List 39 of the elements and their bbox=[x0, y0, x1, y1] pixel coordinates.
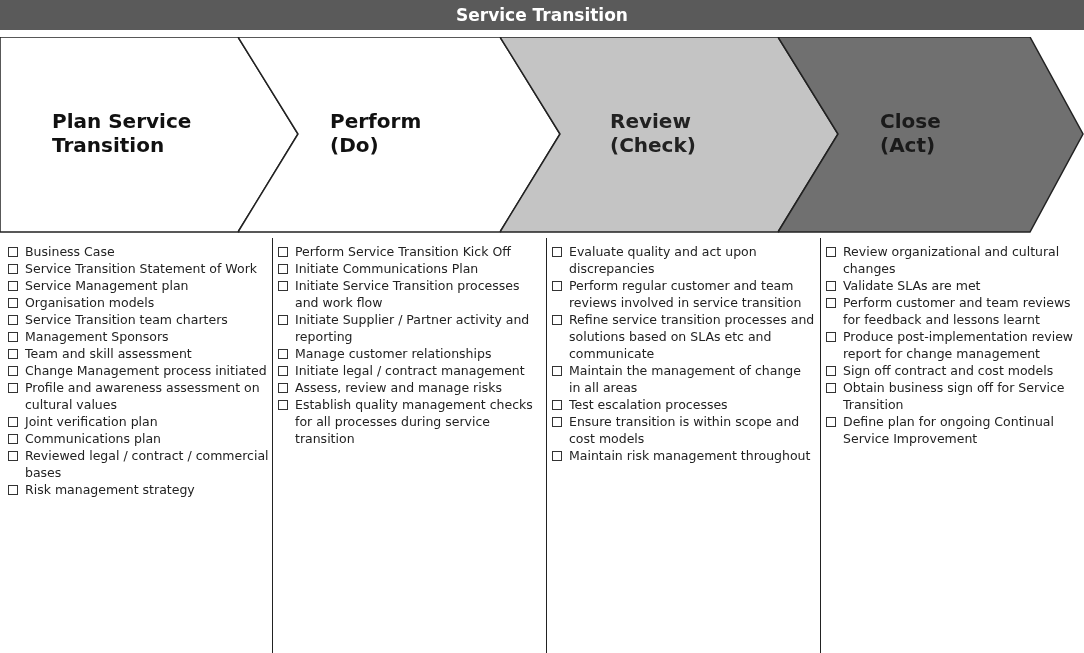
phase-heading: Review (Check) bbox=[610, 109, 697, 157]
list-item: Business Case bbox=[25, 243, 115, 260]
list-item: Sign off contract and cost models bbox=[843, 362, 1054, 379]
list-item: Perform regular customer and team reviews involved in service transition bbox=[569, 277, 803, 311]
list-item: Initiate Supplier / Partner activity and reporting bbox=[295, 311, 531, 345]
list-item: Manage customer relationships bbox=[295, 345, 492, 362]
list-item: Evaluate quality and act upon discrepancies bbox=[569, 243, 758, 277]
list-item: Establish quality management checks for all processes during service transition bbox=[295, 396, 534, 447]
list-item: Service Transition Statement of Work bbox=[25, 260, 258, 277]
list-item: Refine service transition processes and solutions based on SLAs etc and communicate bbox=[569, 311, 816, 362]
list-item: Reviewed legal / contract / commercial bases bbox=[25, 447, 270, 481]
list-item: Maintain the management of change in all areas bbox=[569, 362, 802, 396]
list-item: Define plan for ongoing Continual Service Improvement bbox=[843, 413, 1055, 447]
list-item: Team and skill assessment bbox=[25, 345, 192, 362]
title: Service Transition bbox=[456, 5, 628, 25]
list-item: Communications plan bbox=[25, 430, 161, 447]
list-item: Obtain business sign off for Service Transition bbox=[843, 379, 1066, 413]
list-item: Validate SLAs are met bbox=[843, 277, 981, 294]
list-item: Initiate Service Transition processes and work flow bbox=[295, 277, 521, 311]
list-item: Initiate Communications Plan bbox=[295, 260, 479, 277]
list-item: Maintain risk management throughout bbox=[569, 447, 811, 464]
list-item: Ensure transition is within scope and cost models bbox=[569, 413, 801, 447]
list-item: Test escalation processes bbox=[569, 396, 728, 413]
list-item: Review organizational and cultural changes bbox=[843, 243, 1061, 277]
list-item: Organisation models bbox=[25, 294, 155, 311]
list-item: Management Sponsors bbox=[25, 328, 169, 345]
phase-heading: Perform (Do) bbox=[330, 109, 423, 157]
list-item: Produce post-implementation review report for change management bbox=[843, 328, 1075, 362]
list-item: Profile and awareness assessment on cultural values bbox=[25, 379, 261, 413]
phase-heading: Close (Act) bbox=[880, 109, 942, 157]
list-item: Service Transition team charters bbox=[25, 311, 228, 328]
list-item: Change Management process initiated bbox=[25, 362, 267, 379]
list-item: Joint verification plan bbox=[25, 413, 158, 430]
list-item: Initiate legal / contract management bbox=[295, 362, 525, 379]
list-item: Service Management plan bbox=[25, 277, 189, 294]
list-item: Assess, review and manage risks bbox=[295, 379, 502, 396]
list-item: Perform customer and team reviews for feedback and lessons learnt bbox=[843, 294, 1072, 328]
list-item: Risk management strategy bbox=[25, 481, 195, 498]
list-item: Perform Service Transition Kick Off bbox=[295, 243, 511, 260]
